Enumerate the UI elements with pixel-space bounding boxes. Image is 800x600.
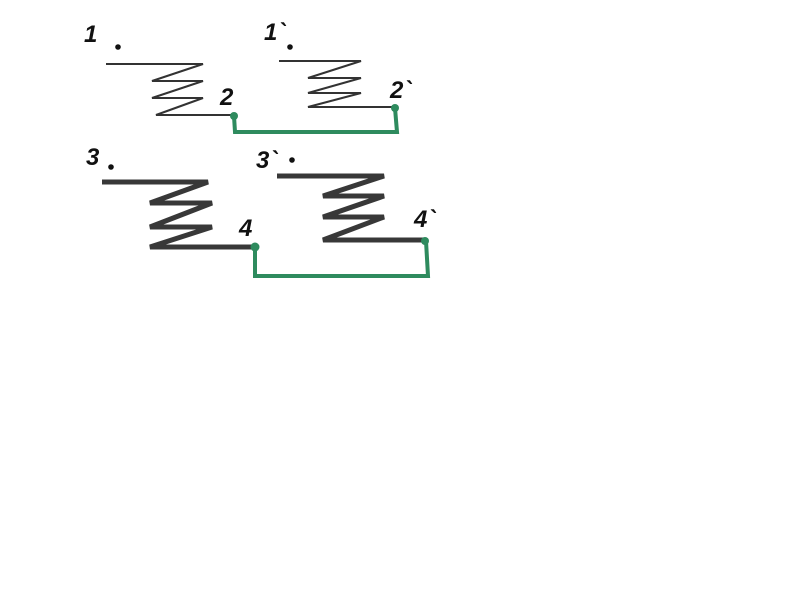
polarity-dot-3 [108, 164, 114, 170]
polarity-dot-3p [289, 157, 295, 163]
coil-1-2 [106, 63, 234, 116]
terminal-dot-4 [250, 242, 260, 252]
connection-wire-4-4p [253, 240, 431, 278]
label-terminal-4p: 4` [413, 206, 436, 233]
coil-1p-2p [279, 60, 396, 108]
coil-3p-4p [277, 173, 424, 243]
label-terminal-2p: 2` [389, 77, 412, 104]
label-terminal-2: 2 [219, 84, 234, 111]
terminal-dot-2p [391, 104, 399, 112]
polarity-dot-1 [115, 44, 121, 50]
label-terminal-1p: 1` [264, 19, 286, 46]
label-terminal-4: 4 [238, 215, 252, 242]
label-terminal-1: 1 [84, 21, 97, 48]
label-terminal-3: 3 [86, 144, 100, 171]
connection-wire-2-2p [232, 107, 400, 134]
terminal-dot-4p [421, 237, 429, 245]
polarity-dot-1p [287, 44, 293, 50]
label-terminal-3p: 3` [256, 147, 278, 174]
terminal-dot-2 [230, 112, 238, 120]
coil-3-4 [102, 179, 255, 250]
